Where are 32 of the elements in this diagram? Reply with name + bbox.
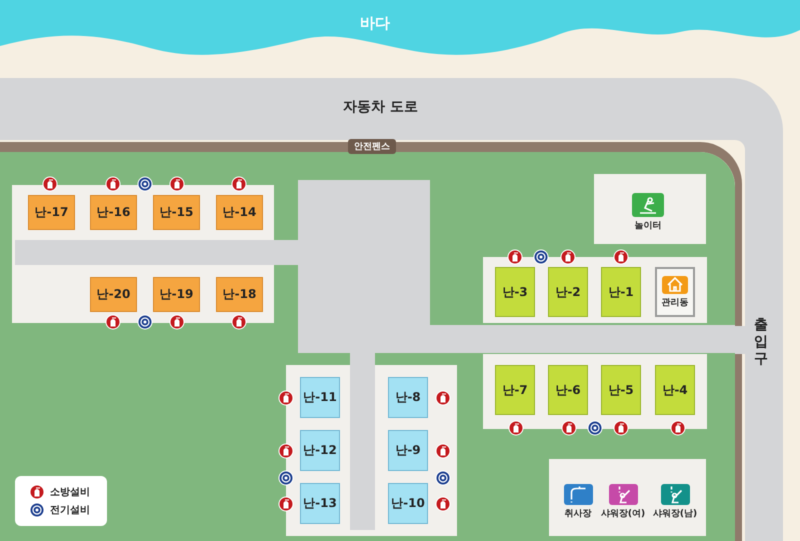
campsite-pad: 난-9 <box>388 430 428 471</box>
campsite-pad: 난-12 <box>300 430 340 471</box>
campsite-pad: 난-20 <box>90 277 137 312</box>
entrance-label: 출입구 <box>754 317 769 368</box>
fence-label: 안전펜스 <box>348 139 396 154</box>
sea-label: 바다 <box>360 14 390 33</box>
campsite-pad: 난-15 <box>153 195 200 230</box>
building-box <box>655 267 695 317</box>
campsite-pad: 난-4 <box>655 365 695 415</box>
campsite-pad: 난-19 <box>153 277 200 312</box>
campsite-pad: 난-3 <box>495 267 535 317</box>
campsite-pad: 난-14 <box>216 195 263 230</box>
campsite-pad: 난-2 <box>548 267 588 317</box>
campsite-pad: 난-13 <box>300 483 340 524</box>
legend-label: 전기설비 <box>50 504 90 517</box>
campsite-pad: 난-6 <box>548 365 588 415</box>
campsite-pad: 난-8 <box>388 377 428 418</box>
campsite-pad: 난-10 <box>388 483 428 524</box>
campsite-pad: 난-18 <box>216 277 263 312</box>
campsite-pad: 난-11 <box>300 377 340 418</box>
facility-label: 샤워장(남) <box>652 508 698 520</box>
campsite-pad: 난-17 <box>28 195 75 230</box>
legend-label: 소방설비 <box>50 486 90 499</box>
road-label: 자동차 도로 <box>343 98 418 116</box>
campsite-pad: 난-16 <box>90 195 137 230</box>
campsite-pad: 난-1 <box>601 267 641 317</box>
campsite-pad: 난-7 <box>495 365 535 415</box>
facility-label: 취사장 <box>564 508 592 520</box>
facility-label: 관리동 <box>662 296 688 308</box>
campsite-pad: 난-5 <box>601 365 641 415</box>
facility-label: 샤워장(여) <box>600 508 646 520</box>
facility-label: 놀이터 <box>634 220 662 232</box>
